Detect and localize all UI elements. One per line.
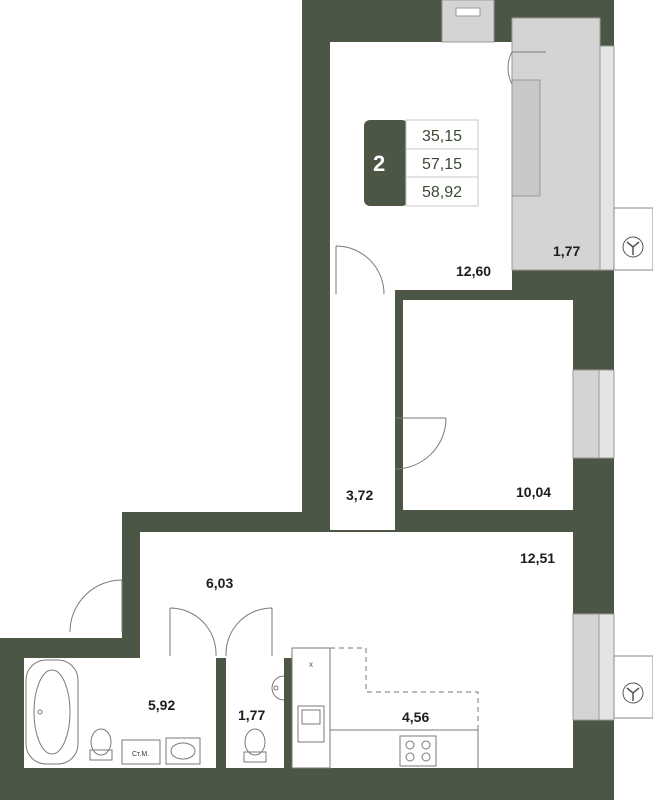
bathtub-icon xyxy=(25,659,79,765)
door-bathroom xyxy=(169,607,217,657)
label-hall: 6,03 xyxy=(206,575,233,591)
vent-top-slot xyxy=(455,7,481,17)
toilet-icon xyxy=(89,728,113,761)
living-area: 35,15 xyxy=(422,128,462,145)
door-entrance xyxy=(69,579,123,633)
doors xyxy=(69,51,546,657)
balcony-inner xyxy=(511,79,541,197)
total-area: 57,15 xyxy=(422,156,462,173)
window-living-frame xyxy=(598,613,615,721)
door-balcony xyxy=(507,51,546,85)
kitchen-counter xyxy=(291,647,479,769)
ac-fan-icon xyxy=(613,207,653,271)
window-bedroom-middle-frame xyxy=(598,369,615,459)
stove-icon xyxy=(399,735,437,767)
cabinet-box xyxy=(121,739,161,765)
label-toilet: 1,77 xyxy=(238,707,265,723)
area-badge: 2 35,15 57,15 58,92 xyxy=(364,119,479,207)
floor-kitchen xyxy=(292,648,573,768)
badge-room-count-bg xyxy=(364,120,408,206)
label-living-room: 12,51 xyxy=(520,550,555,566)
door-bedroom-middle xyxy=(394,417,447,470)
windows xyxy=(441,0,615,721)
toilet-icon xyxy=(243,728,267,763)
cabinet-x-label: x xyxy=(309,660,313,669)
window-living xyxy=(572,613,600,721)
label-kitchen: 4,56 xyxy=(402,709,429,725)
sink-icon xyxy=(271,675,285,701)
floor-bathroom xyxy=(24,658,216,768)
door-toilet xyxy=(225,607,273,657)
vent-top xyxy=(441,0,495,43)
ac-fan-icon xyxy=(613,655,653,719)
floors xyxy=(24,42,573,768)
window-bedroom-middle xyxy=(572,369,600,459)
label-corridor: 3,72 xyxy=(346,487,373,503)
balcony-window-frame xyxy=(599,45,615,271)
door-bedroom-top xyxy=(335,245,385,295)
label-bedroom-top: 12,60 xyxy=(456,263,491,279)
label-bathroom: 5,92 xyxy=(148,697,175,713)
label-balcony-top: 1,77 xyxy=(553,243,580,259)
label-bedroom-middle: 10,04 xyxy=(516,484,551,500)
cabinet-label: Ст.М. xyxy=(132,751,149,758)
floor-bedroom-middle xyxy=(403,300,573,510)
floor-toilet xyxy=(226,658,284,768)
kitchen-sink-icon xyxy=(297,705,325,743)
floor-corridor xyxy=(330,290,395,530)
room-count: 2 xyxy=(373,151,385,176)
sink-icon xyxy=(165,737,201,765)
badge-values-bg xyxy=(405,119,479,207)
total-area-with-balcony: 58,92 xyxy=(422,184,462,201)
